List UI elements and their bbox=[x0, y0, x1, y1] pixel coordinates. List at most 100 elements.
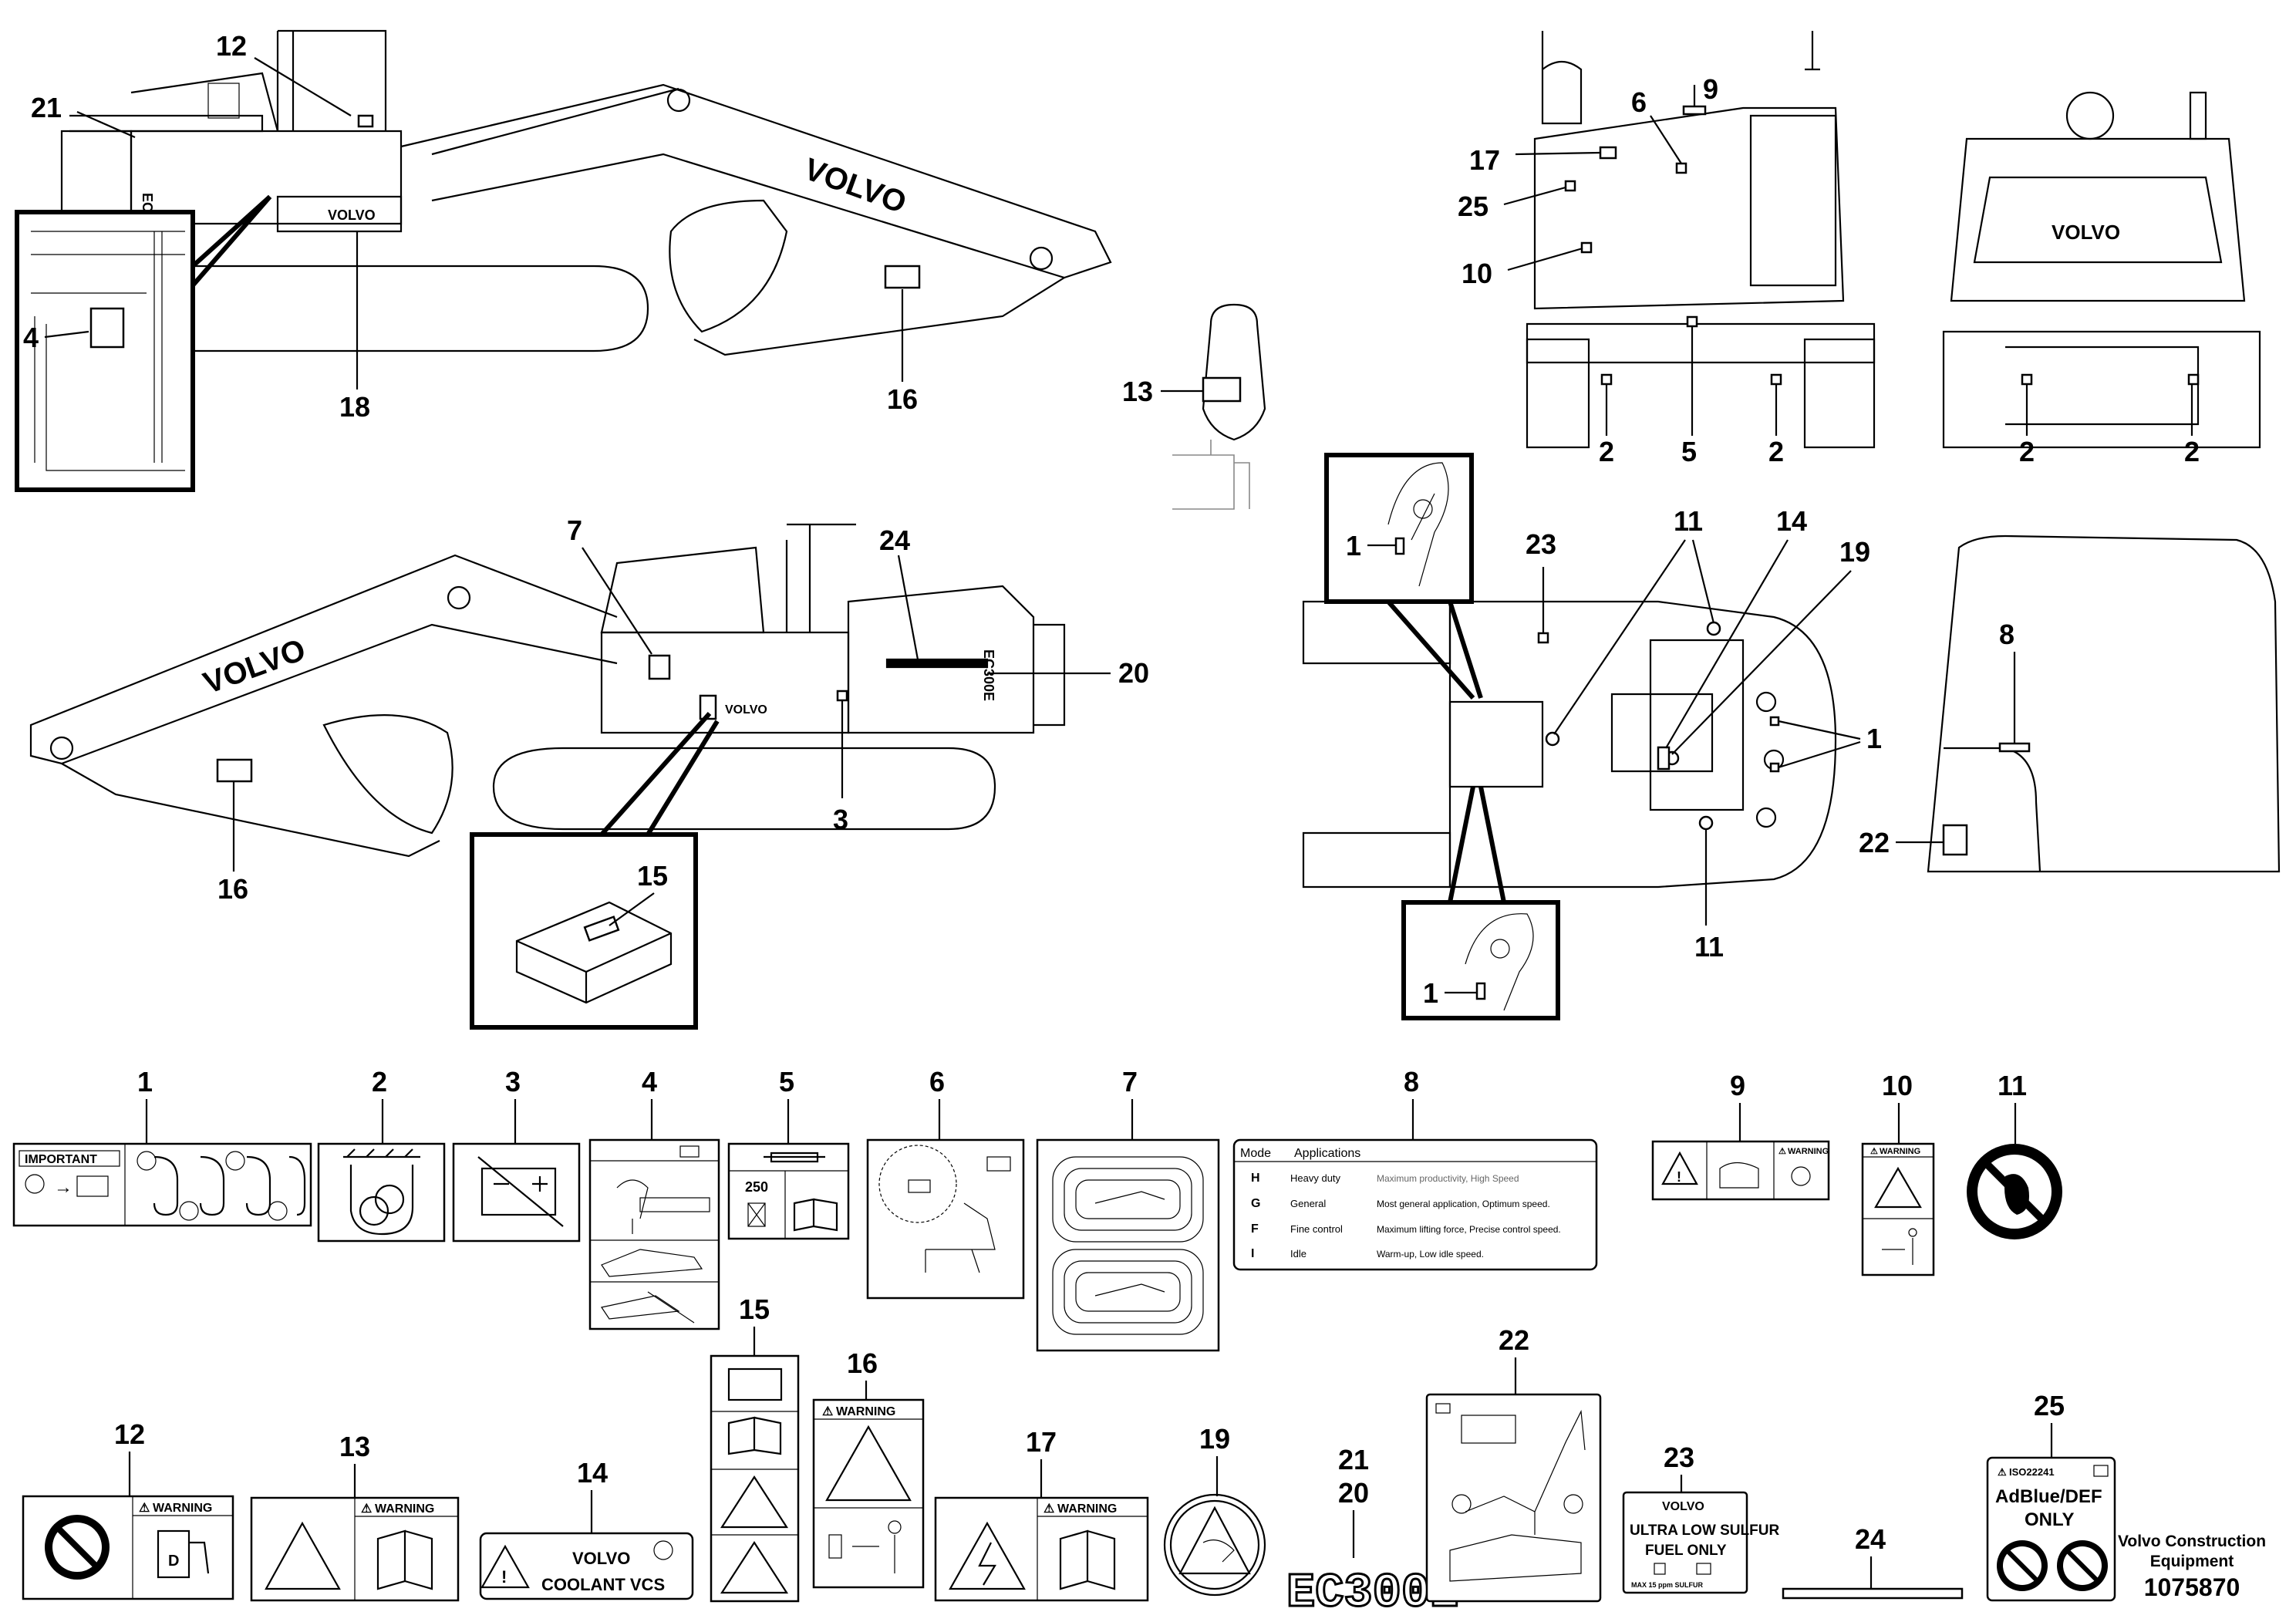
decal-label-9: 9 bbox=[1730, 1070, 1745, 1101]
svg-text:!: ! bbox=[501, 1567, 507, 1587]
decal-25-standard: ISO22241 bbox=[2009, 1466, 2055, 1478]
decal-label-15: 15 bbox=[739, 1293, 770, 1325]
decal-label-21: 21 bbox=[1338, 1444, 1369, 1475]
decal-label-24: 24 bbox=[1855, 1523, 1886, 1555]
callout-19: 19 bbox=[1839, 536, 1870, 568]
cab-door-view bbox=[1927, 534, 2281, 873]
decal-12-warning-text: WARNING bbox=[153, 1502, 212, 1515]
decal-label-17: 17 bbox=[1026, 1426, 1057, 1458]
callout-25-top: 25 bbox=[1458, 191, 1489, 222]
decal-label-8: 8 bbox=[1404, 1066, 1419, 1098]
svg-text:⚠: ⚠ bbox=[822, 1405, 833, 1418]
model-badge-text-right: EC300E bbox=[981, 649, 996, 701]
svg-text:!: ! bbox=[1677, 1169, 1681, 1185]
footer-company: Volvo Construction Equipment bbox=[2117, 1533, 2267, 1570]
decal-label-25: 25 bbox=[2034, 1390, 2065, 1421]
decal-label-12: 12 bbox=[114, 1418, 145, 1450]
decal-9-warning bbox=[1651, 1140, 1830, 1201]
decal-label-5: 5 bbox=[779, 1066, 794, 1098]
decal-23-line1: ULTRA LOW SULFUR bbox=[1630, 1523, 1779, 1539]
svg-text:⚠: ⚠ bbox=[1998, 1466, 2007, 1478]
rear-brand-text: VOLVO bbox=[2052, 221, 2120, 244]
callout-5-top: 5 bbox=[1681, 436, 1697, 467]
mode-row-desc: Maximum productivity, High Speed bbox=[1377, 1173, 1519, 1184]
callout-9-top: 9 bbox=[1703, 73, 1718, 105]
decal-14-coolant bbox=[479, 1532, 694, 1600]
decal-22-lift-chart bbox=[1425, 1393, 1602, 1603]
decal-24-stripe bbox=[1782, 1587, 1964, 1600]
decal-16-warning bbox=[812, 1398, 925, 1589]
decal-label-2: 2 bbox=[372, 1066, 387, 1098]
callout-1-inset-bottom: 1 bbox=[1423, 977, 1438, 1009]
decal-13-warning-text: WARNING bbox=[375, 1502, 434, 1516]
decal-14-line1: VOLVO bbox=[572, 1549, 630, 1568]
mode-row-desc: Most general application, Optimum speed. bbox=[1377, 1199, 1550, 1209]
decal-label-4: 4 bbox=[642, 1066, 657, 1098]
inset-top-lift-point bbox=[1324, 453, 1483, 700]
accumulator-view bbox=[1172, 303, 1266, 510]
machine-front-view-left bbox=[1526, 31, 1876, 449]
callout-10-top: 10 bbox=[1462, 258, 1492, 289]
decal-label-10: 10 bbox=[1882, 1070, 1913, 1101]
callout-16-mid: 16 bbox=[217, 873, 248, 905]
callout-18: 18 bbox=[339, 391, 370, 423]
decal-23-line2: FUEL ONLY bbox=[1645, 1543, 1727, 1559]
decal-25-line2: ONLY bbox=[2025, 1509, 2074, 1530]
excavator-right-side-view: VOLVO VOLVO EC300E bbox=[29, 523, 1066, 858]
decal-17-warning bbox=[934, 1496, 1149, 1602]
mode-row-name: Heavy duty bbox=[1290, 1172, 1341, 1184]
svg-text:⚠: ⚠ bbox=[139, 1502, 150, 1515]
decal-label-13: 13 bbox=[339, 1431, 370, 1462]
mode-row-code: I bbox=[1251, 1247, 1254, 1260]
callout-2-c: 2 bbox=[2019, 436, 2035, 467]
callout-2-d: 2 bbox=[2184, 436, 2200, 467]
callout-14: 14 bbox=[1776, 505, 1807, 537]
decal-label-7: 7 bbox=[1122, 1066, 1138, 1098]
mode-row-name: General bbox=[1290, 1198, 1326, 1209]
machine-top-view bbox=[1302, 600, 1837, 889]
drawing-number: 1075870 bbox=[2143, 1573, 2240, 1601]
callout-2-b: 2 bbox=[1768, 436, 1784, 467]
boom-brand-text: VOLVO bbox=[800, 152, 911, 220]
mode-row-desc: Maximum lifting force, Precise control s… bbox=[1377, 1224, 1561, 1235]
decal-5-filter bbox=[727, 1142, 850, 1240]
decal-label-1: 1 bbox=[137, 1066, 153, 1098]
machine-rear-view: VOLVO bbox=[1942, 91, 2261, 449]
decal-10-warning bbox=[1861, 1142, 1935, 1276]
callout-8-top: 8 bbox=[1999, 619, 2014, 650]
callout-6-top: 6 bbox=[1631, 86, 1647, 118]
callout-12: 12 bbox=[216, 30, 247, 62]
decal-19-circle bbox=[1163, 1493, 1266, 1597]
decal-16-warning-text: WARNING bbox=[836, 1405, 895, 1418]
decal-catalog-row-1: 1 IMPORTANT → 2 3 4 bbox=[12, 1066, 2062, 1352]
callout-11-bottom: 11 bbox=[1694, 931, 1724, 963]
decal-6-switch bbox=[866, 1138, 1025, 1300]
callout-3: 3 bbox=[833, 804, 848, 835]
mode-row-name: Fine control bbox=[1290, 1223, 1343, 1235]
mode-row-code: G bbox=[1251, 1197, 1260, 1210]
decal-8-modes bbox=[1232, 1138, 1598, 1271]
svg-text:⚠: ⚠ bbox=[361, 1502, 372, 1516]
mode-row-name: Idle bbox=[1290, 1248, 1306, 1259]
decal-23-line3: MAX 15 ppm SULFUR bbox=[1631, 1581, 1704, 1589]
callout-1-inset-top: 1 bbox=[1346, 530, 1361, 561]
decal-5-interval: 250 bbox=[745, 1179, 768, 1195]
mode-row-code: F bbox=[1251, 1222, 1259, 1236]
counterweight-brand-text: VOLVO bbox=[328, 207, 376, 223]
decal-label-22: 22 bbox=[1499, 1324, 1529, 1356]
decal-label-11: 11 bbox=[1998, 1070, 2027, 1101]
excavator-left-side-view: VOLVO VOLVO EC300E bbox=[60, 29, 1112, 356]
decal-1-important-text: IMPORTANT bbox=[25, 1153, 97, 1166]
inset-battery-compartment bbox=[15, 194, 272, 492]
inset-bottom-lift-point bbox=[1401, 786, 1560, 1020]
counterweight-brand-text-right: VOLVO bbox=[725, 703, 767, 717]
decal-label-6: 6 bbox=[929, 1066, 945, 1098]
svg-text:⚠: ⚠ bbox=[1043, 1502, 1054, 1516]
decal-catalog-row-2: 12 ⚠ WARNING D 13 ⚠ WARNING 14 ! VOLVO C… bbox=[22, 1293, 2116, 1622]
decal-label-20: 20 bbox=[1338, 1477, 1369, 1509]
decal-23-brand: VOLVO bbox=[1662, 1500, 1704, 1513]
callout-24: 24 bbox=[879, 524, 910, 556]
callout-13: 13 bbox=[1122, 376, 1153, 407]
callout-15-inset: 15 bbox=[637, 860, 668, 892]
